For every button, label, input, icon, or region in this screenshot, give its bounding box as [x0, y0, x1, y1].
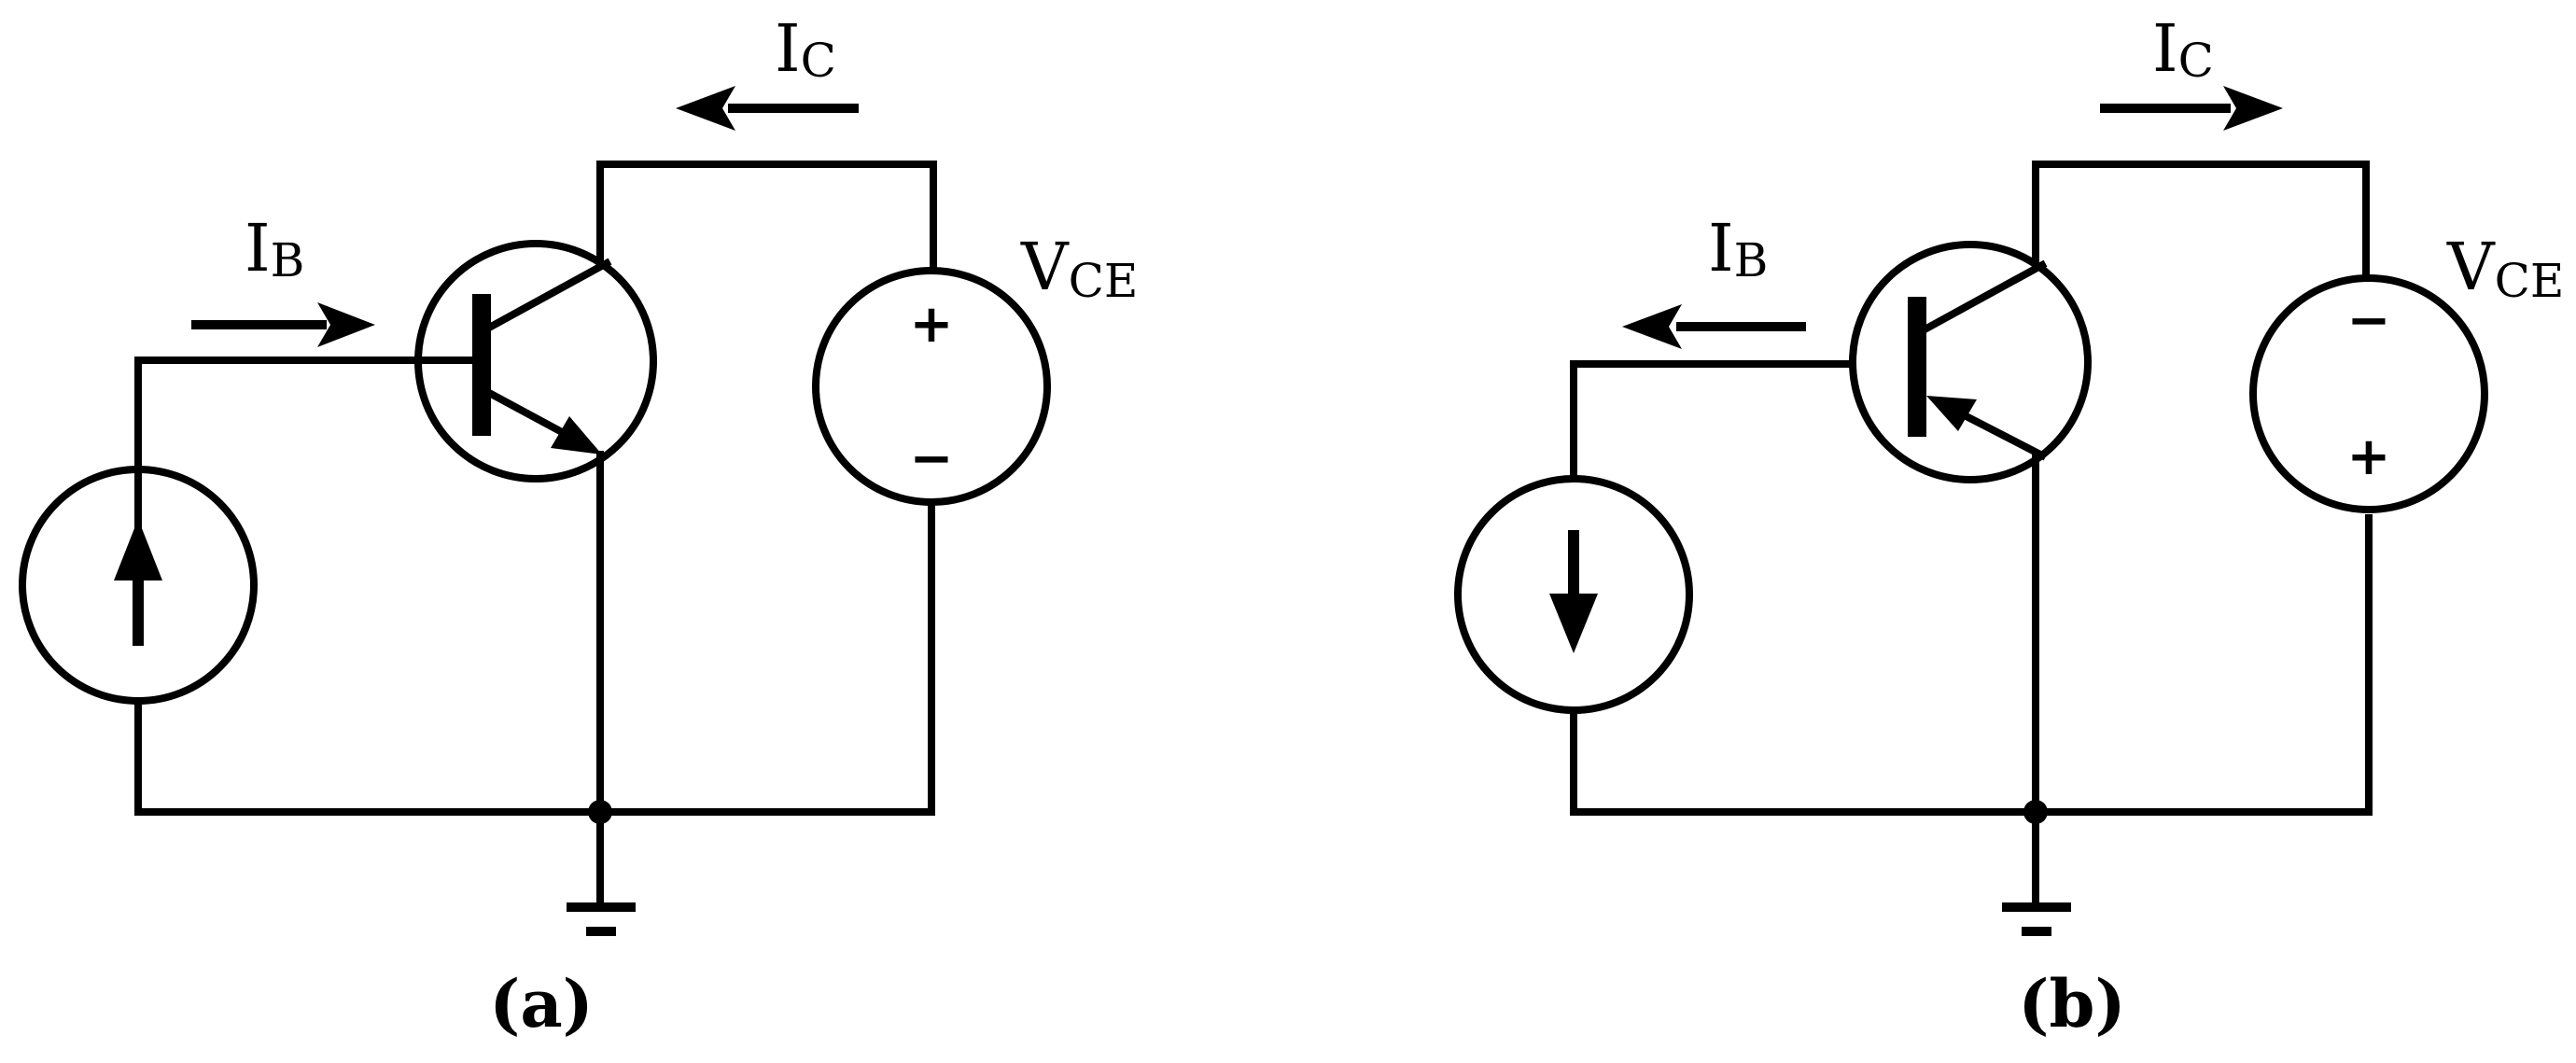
- pnp-collector-lead-b: [1921, 259, 2048, 334]
- vce-minus-sign-b: −: [2347, 290, 2391, 351]
- emitter-arrow-out-icon: [551, 416, 602, 455]
- npn-transistor-a: [414, 240, 657, 483]
- ib-arrow-right-icon: [191, 302, 375, 347]
- current-source-a: [19, 466, 258, 705]
- wire-a-base: [134, 357, 478, 592]
- source-arrow-down-icon: [1549, 530, 1598, 653]
- wire-b-ground-loop: [1570, 514, 2373, 816]
- vce-label-a: VCE: [1020, 229, 1138, 308]
- wire-a-collector-loop: [596, 161, 937, 273]
- wire-b-base: [1570, 360, 1850, 482]
- circuit-a: + − IB IC VCE (a): [19, 10, 1138, 1042]
- vce-label-b: VCE: [2446, 229, 2564, 308]
- circuit-b: − + IB IC VCE (b): [1454, 10, 2564, 1042]
- panel-caption-a: (a): [489, 965, 594, 1042]
- pnp-emitter-lead-b: [1950, 405, 2048, 461]
- ic-label-a: IC: [775, 10, 836, 88]
- ib-label-a: IB: [245, 210, 304, 287]
- wire-a-ground-loop: [134, 500, 935, 816]
- npn-emitter-lead-a: [485, 388, 580, 444]
- voltage-source-a: [812, 267, 1051, 506]
- emitter-arrow-in-icon: [1926, 396, 1977, 431]
- ground-icon-a: [567, 902, 636, 936]
- vce-plus-sign-a: +: [910, 294, 954, 355]
- ic-arrow-right-icon: [2100, 86, 2283, 131]
- current-source-b: [1454, 475, 1693, 714]
- pnp-transistor-b: [1849, 241, 2092, 483]
- voltage-source-b: [2249, 274, 2488, 513]
- ic-label-b: IC: [2152, 10, 2214, 88]
- npn-base-bar-a: [472, 294, 491, 436]
- ground-node-b: [2023, 800, 2048, 824]
- ic-arrow-left-icon: [676, 86, 859, 131]
- vce-plus-sign-b: +: [2347, 427, 2391, 487]
- ib-label-b: IB: [1708, 210, 1768, 287]
- ib-arrow-left-icon: [1622, 304, 1806, 349]
- vce-minus-sign-a: −: [910, 428, 954, 489]
- npn-collector-lead-a: [485, 258, 612, 332]
- panel-caption-b: (b): [2018, 965, 2125, 1042]
- pnp-base-bar-b: [1908, 297, 1926, 437]
- source-arrow-up-icon: [114, 519, 162, 646]
- ground-node-a: [588, 800, 612, 824]
- wire-b-collector-loop: [2032, 161, 2370, 276]
- ground-icon-b: [2002, 902, 2071, 936]
